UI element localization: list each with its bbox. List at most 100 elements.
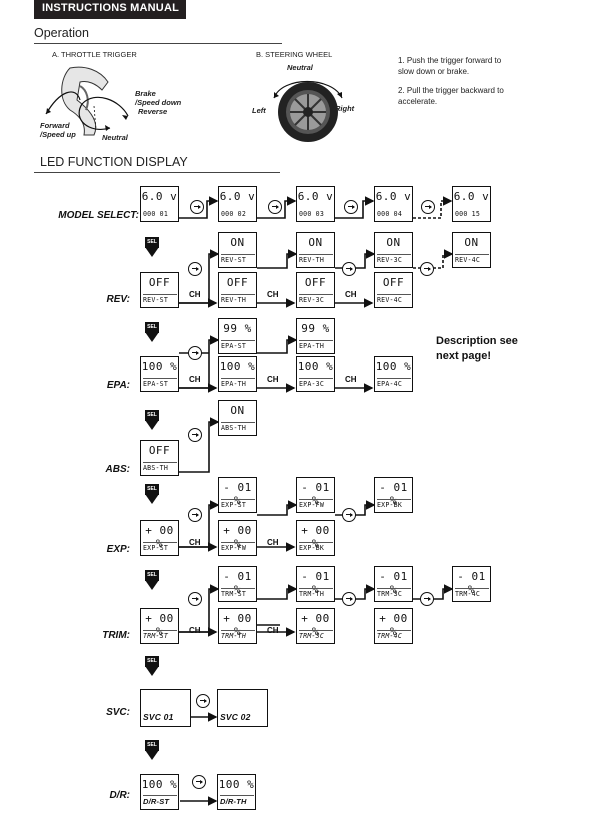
sel-button-icon: SEL [145, 237, 159, 257]
arrow-button-icon [268, 200, 282, 214]
ch-button-label: CH [189, 290, 201, 299]
arrow-button-icon [420, 262, 434, 276]
ch-button-label: CH [267, 375, 279, 384]
lcd-trm-st-neg: - 01 %TRM-ST [218, 566, 257, 602]
description-note: Description see next page! [436, 335, 518, 362]
lcd-trm-th-neg: - 01 %TRM-TH [296, 566, 335, 602]
sel-button-icon: SEL [145, 410, 159, 430]
lcd-dr-st: 100 %D/R-ST [140, 774, 179, 810]
led-section-title: LED FUNCTION DISPLAY [40, 155, 188, 169]
note-2: 2. Pull the trigger backward to accelera… [398, 86, 504, 106]
lcd-epa-th-100: 100 %EPA-TH [218, 356, 257, 392]
header-title: INSTRUCTIONS MANUAL [42, 2, 180, 14]
row-label-abs: ABS: [105, 464, 130, 475]
lcd-trm-4c-neg: - 01 %TRM-4C [452, 566, 491, 602]
lcd-exp-bk-zero: + 00 %EXP-BK [296, 520, 335, 556]
ch-button-label: CH [345, 290, 357, 299]
arrow-button-icon [196, 694, 210, 708]
operation-title: Operation [34, 26, 89, 40]
lcd-epa-3c-100: 100 %EPA-3C [296, 356, 335, 392]
lcd-dr-th: 100 %D/R-TH [217, 774, 256, 810]
arrow-button-icon [342, 508, 356, 522]
arrow-button-icon [420, 592, 434, 606]
left-label: Left [252, 106, 266, 115]
lcd-epa-th-99: 99 %EPA-TH [296, 318, 335, 354]
lcd-trm-3c-neg: - 01 %TRM-3C [374, 566, 413, 602]
sel-button-icon: SEL [145, 322, 159, 342]
lcd-exp-fw-zero: + 00 %EXP-FW [218, 520, 257, 556]
lcd-trm-th-zero: + 00 %TRM-TH [218, 608, 257, 644]
lcd-epa-st-100: 100 %EPA-ST [140, 356, 179, 392]
sel-button-icon: SEL [145, 570, 159, 590]
throttle-trigger-illustration [45, 66, 129, 136]
row-label-svc: SVC: [106, 707, 130, 718]
lcd-trm-4c-zero: + 00 %TRM-4C [374, 608, 413, 644]
sel-button-icon: SEL [145, 484, 159, 504]
ch-button-label: CH [267, 626, 279, 635]
ch-button-label: CH [345, 375, 357, 384]
led-rule [34, 172, 280, 173]
steering-neutral-label: Neutral [287, 63, 313, 72]
sel-button-icon: SEL [145, 656, 159, 676]
brake-label: Brake /Speed down Reverse [135, 89, 182, 116]
throttle-neutral-label: Neutral [102, 133, 128, 142]
arrow-button-icon [190, 200, 204, 214]
steering-wheel-illustration [273, 80, 343, 142]
lcd-trm-3c-zero: + 00 %TRM-3C [296, 608, 335, 644]
lcd-exp-bk-neg: - 01 %EXP-BK [374, 477, 413, 513]
row-label-rev: REV: [106, 294, 130, 305]
sel-button-icon: SEL [145, 740, 159, 760]
lcd-svc-02: SVC 02 [217, 689, 268, 727]
forward-label: Forward /Speed up [40, 121, 76, 139]
ch-button-label: CH [189, 375, 201, 384]
header-bar [34, 0, 186, 19]
ch-button-label: CH [267, 538, 279, 547]
lcd-trm-st-zero: + 00 %TRM-ST [140, 608, 179, 644]
arrow-button-icon [344, 200, 358, 214]
page-header: INSTRUCTIONS MANUAL [0, 0, 598, 19]
arrow-button-icon [188, 346, 202, 360]
right-label: Right [335, 104, 355, 113]
arrow-button-icon [342, 592, 356, 606]
throttle-caption: A. THROTTLE TRIGGER [52, 50, 137, 59]
ch-button-label: CH [189, 626, 201, 635]
steering-caption: B. STEERING WHEEL [256, 50, 333, 59]
operation-rule [34, 43, 282, 44]
operation-notes: 1. Push the trigger forward to slow down… [398, 55, 526, 115]
row-label-model-select: MODEL SELECT: [58, 210, 139, 221]
arrow-button-icon [342, 262, 356, 276]
lcd-exp-fw-neg: - 01 %EXP-FW [296, 477, 335, 513]
row-label-dr: D/R: [109, 790, 130, 801]
row-label-trim: TRIM: [102, 630, 130, 641]
ch-button-label: CH [267, 290, 279, 299]
lcd-svc-01: SVC 01 [140, 689, 191, 727]
arrow-button-icon [192, 775, 206, 789]
arrow-button-icon [188, 428, 202, 442]
lcd-epa-st-99: 99 %EPA-ST [218, 318, 257, 354]
ch-button-label: CH [189, 538, 201, 547]
arrow-button-icon [188, 262, 202, 276]
arrow-button-icon [421, 200, 435, 214]
lcd-exp-st-zero: + 00 %EXP-ST [140, 520, 179, 556]
row-label-exp: EXP: [106, 544, 130, 555]
lcd-epa-4c-100: 100 %EPA-4C [374, 356, 413, 392]
row-label-epa: EPA: [106, 380, 130, 391]
note-1: 1. Push the trigger forward to slow down… [398, 56, 502, 76]
arrow-button-icon [188, 592, 202, 606]
arrow-button-icon [188, 508, 202, 522]
